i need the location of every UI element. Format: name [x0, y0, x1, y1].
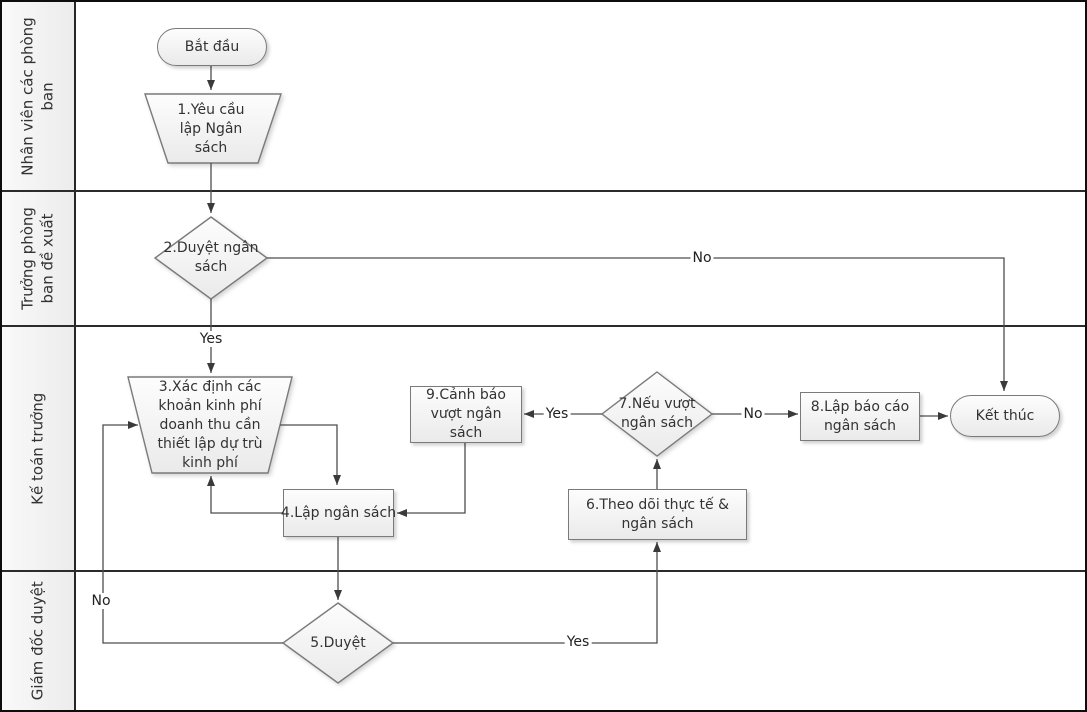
lane-separator-3 — [2, 570, 1085, 572]
node-step8-label: 8.Lập báo cáo ngân sách — [810, 398, 910, 434]
node-step9-label: 9.Cảnh báo vượt ngân sách — [426, 387, 506, 441]
node-step1-shape — [144, 93, 282, 164]
edge-label-decision2-yes: Yes — [197, 331, 225, 347]
edge-label-decision7-no: No — [741, 406, 765, 422]
node-step8: 8.Lập báo cáo ngân sách — [800, 392, 920, 441]
lane-separator-2 — [2, 325, 1085, 327]
edge-label-decision5-yes: Yes — [564, 634, 592, 650]
connector-decision5-step6-yes — [393, 542, 661, 644]
node-start: Bắt đầu — [157, 28, 267, 66]
lane-header-dept-head: Trưởng phòng ban đề xuất — [2, 192, 74, 325]
node-decision7-label: 7.Nếu vượt ngân sách — [618, 396, 696, 431]
lane-header-chief-accountant: Kế toán trưởng — [2, 327, 74, 570]
node-step1-label: 1.Yêu cầu lập Ngân sách — [177, 101, 245, 156]
node-start-label: Bắt đầu — [184, 38, 240, 55]
connector-step4-step3-loop — [207, 476, 283, 514]
connector-decision2-end-no — [267, 257, 1008, 391]
node-decision5-label: 5.Duyệt — [310, 634, 366, 651]
node-step9: 9.Cảnh báo vượt ngân sách — [410, 386, 522, 443]
node-step3-label: 3.Xác định các khoản kinh phí doanh thu … — [157, 378, 263, 471]
node-end: Kết thúc — [950, 395, 1060, 437]
edge-label-decision5-no: No — [89, 593, 113, 609]
connector-decision5-step3-no — [102, 421, 283, 644]
node-step6: 6.Theo dõi thực tế & ngân sách — [568, 489, 747, 540]
lane-header-divider — [74, 2, 76, 710]
node-decision2-label: 2.Duyệt ngân sách — [163, 240, 259, 275]
node-step3-shape — [127, 376, 293, 474]
lane-separator-1 — [2, 190, 1085, 192]
connector-step3-step4 — [280, 424, 341, 485]
node-decision7-shape — [600, 371, 714, 457]
edge-label-decision7-yes: Yes — [543, 406, 571, 422]
lane-header-staff: Nhân viên các phòng ban — [2, 2, 74, 190]
node-step4: 4.Lập ngân sách — [280, 489, 397, 537]
node-decision5-shape — [281, 602, 395, 684]
connector-step9-step4 — [397, 443, 466, 517]
edge-label-decision2-no: No — [690, 250, 714, 266]
node-step6-label: 6.Theo dõi thực tế & ngân sách — [585, 496, 730, 532]
node-step4-label: 4.Lập ngân sách — [280, 504, 397, 521]
node-end-label: Kết thúc — [975, 407, 1035, 424]
lane-header-director: Giám đốc duyệt — [2, 572, 74, 710]
